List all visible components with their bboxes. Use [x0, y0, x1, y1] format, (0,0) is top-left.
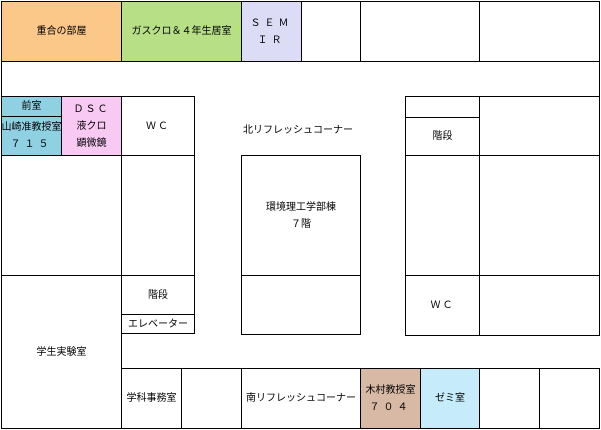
stairs-east-label: 階段	[432, 131, 453, 142]
stairs-west-label: 階段	[148, 289, 168, 301]
south-refresh-corner: 南リフレッシュコーナー	[241, 368, 361, 429]
stairs-west: 階段	[121, 275, 195, 315]
meeting-room: 重合の部屋	[1, 1, 122, 62]
kimura-number-label: ７０４	[369, 401, 412, 413]
top-room-5	[360, 1, 480, 62]
north-refresh-corner-label: 北リフレッシュコーナー	[243, 125, 353, 136]
west-room-a	[1, 155, 122, 276]
stairs-east: 階段	[405, 117, 480, 156]
elevator-label: エレベーター	[128, 318, 188, 330]
dept-office: 学科事務室	[121, 368, 182, 429]
south-room-g	[539, 368, 600, 429]
east-small-room	[405, 96, 480, 118]
east-room-c	[479, 275, 600, 336]
south-room-f	[479, 368, 540, 429]
anteroom-label: 前室	[21, 101, 42, 112]
west-room-b	[121, 155, 195, 276]
microscope-label: 顕微鏡	[76, 137, 107, 149]
east-room-a	[405, 155, 480, 276]
kimura-office: 木村教授室 ７０４	[360, 368, 421, 429]
elevator: エレベーター	[121, 314, 195, 334]
wc-west: ＷＣ	[121, 96, 195, 156]
seminar-room-label: ゼミ室	[435, 393, 465, 404]
gaskuro-room: ガスクロ＆４年生居室	[121, 1, 242, 62]
lc-label: 液クロ	[76, 120, 107, 132]
building-core-lower	[241, 275, 361, 335]
wc-east-label: ＷＣ	[430, 300, 455, 311]
sem-ir-room: ＳＥＭ ＩＲ	[241, 1, 302, 62]
dept-office-label: 学科事務室	[126, 393, 177, 404]
east-room-b	[479, 155, 600, 276]
building-core: 環境理工学部棟 ７階	[241, 155, 361, 276]
south-refresh-label: 南リフレッシュコーナー	[246, 393, 356, 404]
south-room-b	[181, 368, 242, 429]
meeting-room-label: 重合の部屋	[36, 26, 87, 37]
anteroom: 前室	[1, 96, 62, 117]
wc-east: ＷＣ	[405, 275, 480, 336]
east-room-top-right	[479, 96, 600, 156]
wc-west-label: ＷＣ	[146, 120, 170, 132]
top-room-6	[479, 1, 600, 62]
kimura-name-label: 木村教授室	[365, 384, 416, 396]
sem-label: ＳＥＭ	[250, 17, 293, 29]
yamazaki-office: 山崎准教授室 ７１５	[1, 116, 62, 156]
top-room-4	[301, 1, 361, 62]
seminar-room: ゼミ室	[420, 368, 480, 429]
dsc-label: ＤＳＣ	[73, 103, 110, 115]
student-lab-label: 学生実験室	[36, 346, 87, 358]
dsc-room: ＤＳＣ 液クロ 顕微鏡	[61, 96, 122, 156]
yamazaki-number-label: ７１５	[10, 139, 53, 150]
building-floor-label: ７階	[291, 218, 311, 230]
gaskuro-room-label: ガスクロ＆４年生居室	[131, 26, 232, 37]
building-name-label: 環境理工学部棟	[266, 201, 336, 213]
yamazaki-name-label: 山崎准教授室	[1, 122, 62, 133]
north-corridor	[1, 61, 600, 97]
ir-label: ＩＲ	[257, 34, 286, 46]
student-lab: 学生実験室	[1, 275, 122, 429]
